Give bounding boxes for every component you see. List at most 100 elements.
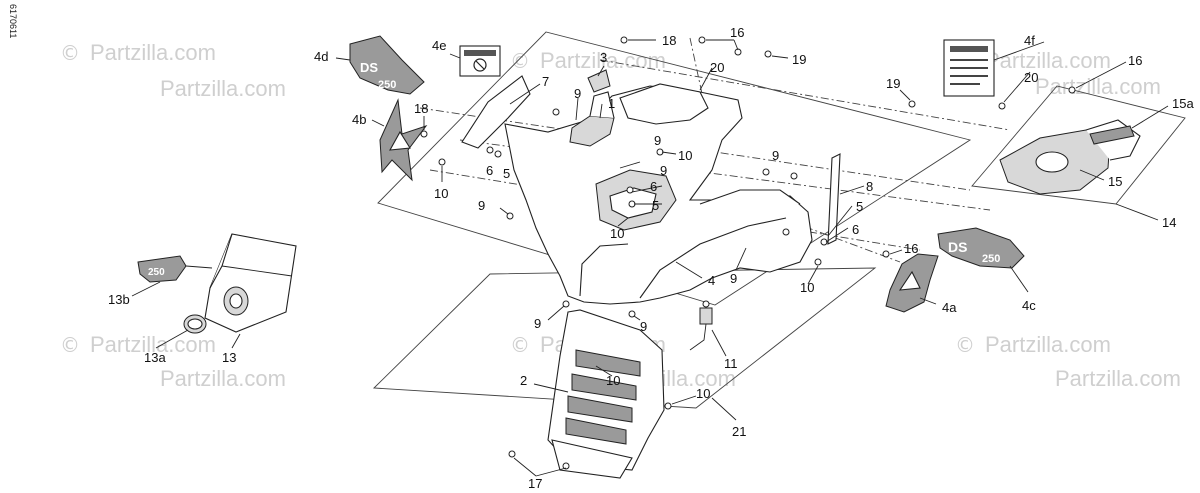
- callout-19: 19: [792, 52, 806, 67]
- callout-9: 9: [640, 319, 647, 334]
- nut-10[interactable]: [438, 158, 446, 166]
- callout-18: 18: [662, 33, 676, 48]
- headlight-cover[interactable]: [204, 233, 297, 333]
- front-grille-2[interactable]: [547, 309, 665, 479]
- side-panel-7[interactable]: [461, 75, 531, 149]
- callout-4f: 4f: [1024, 33, 1035, 48]
- screw-9[interactable]: [552, 108, 560, 116]
- label-4e-header: [464, 50, 496, 56]
- callout-20: 20: [710, 60, 724, 75]
- screw-19[interactable]: [764, 50, 772, 58]
- leader-lines: [131, 39, 1169, 477]
- grommet-5[interactable]: [820, 238, 828, 246]
- watermark-symbol: ©: [510, 49, 530, 73]
- callout-9: 9: [534, 316, 541, 331]
- callout-7: 7: [542, 74, 549, 89]
- decal-15a[interactable]: [1089, 125, 1135, 145]
- screw-16[interactable]: [698, 36, 706, 44]
- centerline: [759, 209, 901, 263]
- callout-21: 21: [732, 424, 746, 439]
- callout-6: 6: [486, 163, 493, 178]
- decal-4d-number: 250: [378, 79, 396, 91]
- nut-10[interactable]: [664, 402, 672, 410]
- callout-labels: 4d 4e 18 16 3 20 19 7 9 1 18 4b 9 10 9 6…: [108, 25, 1194, 491]
- callout-9: 9: [730, 271, 737, 286]
- callout-1: 1: [608, 96, 615, 111]
- emblem-13a-inner: [187, 318, 203, 330]
- screw-17[interactable]: [562, 462, 570, 470]
- callout-16: 16: [730, 25, 744, 40]
- upper-cover-shape: [619, 83, 709, 125]
- washer-6[interactable]: [626, 186, 634, 194]
- watermark-text: Partzilla.com: [1035, 74, 1161, 99]
- callout-13b: 13b: [108, 292, 130, 307]
- watermark-text: Partzilla.com: [160, 76, 286, 101]
- callout-6: 6: [852, 222, 859, 237]
- washer-6[interactable]: [486, 146, 494, 154]
- screw-9[interactable]: [628, 310, 636, 318]
- screw-18[interactable]: [620, 36, 628, 44]
- fender-contour: [639, 217, 787, 299]
- callout-10: 10: [696, 386, 710, 401]
- callout-16: 16: [1128, 53, 1142, 68]
- screw-20[interactable]: [998, 102, 1006, 110]
- inner-panel-3[interactable]: [587, 69, 611, 93]
- callout-19: 19: [886, 76, 900, 91]
- callout-9: 9: [654, 133, 661, 148]
- screw-9[interactable]: [562, 300, 570, 308]
- callout-6: 6: [650, 179, 657, 194]
- label-4e-slash: [475, 60, 485, 70]
- label-4f-header: [950, 46, 988, 52]
- tank-cover-plane: [971, 85, 1186, 205]
- support-bar-8[interactable]: [827, 153, 841, 245]
- grille-lower-lip: [551, 439, 633, 479]
- centerline: [429, 169, 921, 251]
- nut-10[interactable]: [814, 258, 822, 266]
- headlight-emblem[interactable]: [183, 314, 207, 334]
- callout-10: 10: [678, 148, 692, 163]
- screw-19[interactable]: [908, 100, 916, 108]
- screw-17[interactable]: [508, 450, 516, 458]
- callout-3: 3: [600, 50, 607, 65]
- decal-13b-shape: [137, 255, 187, 283]
- switch-11[interactable]: [689, 300, 713, 351]
- screw-9[interactable]: [790, 172, 798, 180]
- callout-10: 10: [606, 373, 620, 388]
- callout-9: 9: [574, 86, 581, 101]
- callout-9: 9: [772, 148, 779, 163]
- side-deflector-4a[interactable]: [885, 253, 939, 313]
- callout-9: 9: [660, 163, 667, 178]
- upper-cover[interactable]: [619, 83, 709, 125]
- callout-13a: 13a: [144, 350, 166, 365]
- decal-4f[interactable]: [943, 39, 995, 97]
- headlight-cover-shell: [204, 233, 297, 333]
- screw-9[interactable]: [762, 168, 770, 176]
- callout-18: 18: [414, 101, 428, 116]
- decal-4d[interactable]: DS 250: [349, 35, 425, 95]
- decal-4c-shape: [937, 227, 1025, 269]
- warning-label-4e[interactable]: [459, 45, 501, 77]
- grille-slat: [565, 417, 627, 445]
- callout-4d: 4d: [314, 49, 328, 64]
- part-3-shape: [587, 69, 611, 93]
- side-deflector-4b[interactable]: [379, 98, 428, 182]
- grille-slat: [571, 373, 637, 401]
- grommet-5[interactable]: [494, 150, 502, 158]
- callout-10: 10: [800, 280, 814, 295]
- decal-4c[interactable]: DS 250: [937, 227, 1025, 269]
- centerline: [459, 139, 991, 211]
- callout-4a: 4a: [942, 300, 957, 315]
- watermark-text: Partzilla.com: [90, 332, 216, 357]
- screw-16[interactable]: [882, 250, 890, 258]
- centerline: [599, 59, 1011, 131]
- screw-16[interactable]: [1068, 86, 1076, 94]
- screw-9[interactable]: [506, 212, 514, 220]
- callout-16: 16: [904, 241, 918, 256]
- watermark-symbol: ©: [510, 333, 530, 357]
- fender-contour: [579, 243, 629, 297]
- decal-13b[interactable]: 250: [137, 255, 187, 283]
- screw-18[interactable]: [420, 130, 428, 138]
- washer-6[interactable]: [782, 228, 790, 236]
- panel-7-shape: [461, 75, 531, 149]
